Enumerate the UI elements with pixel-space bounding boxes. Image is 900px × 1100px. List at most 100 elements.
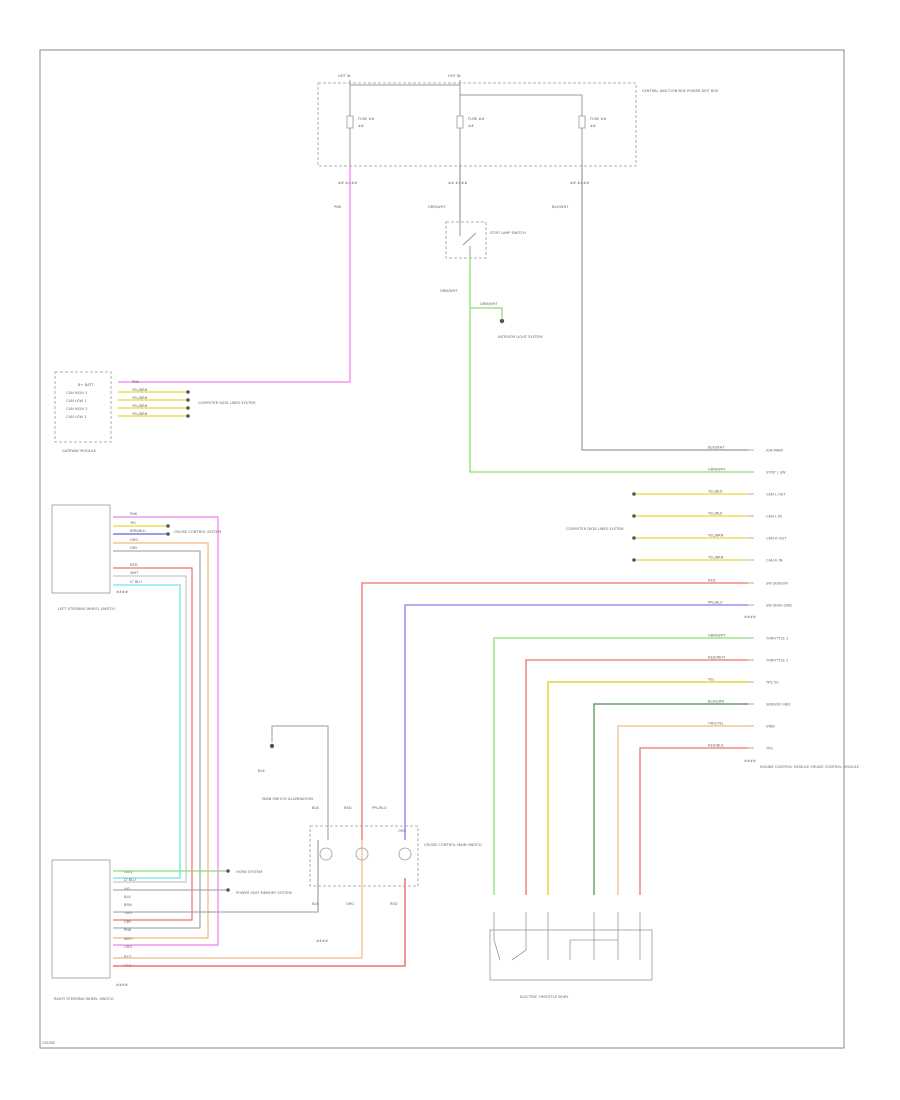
fuse-label-1: FUSE ## <box>358 117 374 121</box>
center-ground-label: BLK <box>258 769 265 773</box>
stop-lamp-switch: STOP LAMP SWITCH <box>445 221 526 259</box>
power-distribution-box: HOT IN HOT IN FUSE ## ## FUSE ## ## FUSE… <box>317 74 719 185</box>
rc-wire-label: GRN/WHT <box>708 634 726 638</box>
center-wire-label-1: BLK <box>312 806 319 810</box>
rc-pin-label: CAN L OUT <box>766 493 786 497</box>
rc-pin-label: TPS 5V <box>765 681 779 685</box>
pdb-label: CENTRAL JUNCTION BOX POWER DIST BOX <box>642 89 719 93</box>
wire-grey-ign <box>581 165 748 451</box>
fuse-label-3: FUSE ## <box>590 117 606 121</box>
wire-rh-orange-switch <box>113 840 363 959</box>
wire-tps-5v <box>547 681 748 895</box>
rh-code: #### <box>116 983 128 987</box>
lh-pin-7: WHT <box>130 571 139 575</box>
lh-pin-8: LT BLU <box>130 580 142 584</box>
wire-label-grn-wht: GRN/WHT <box>428 205 446 209</box>
gateway-module: GATEWAY MODULE B+ BATT CAN HIGH 1 CAN LO… <box>54 371 256 453</box>
rh-pin-9: WHT <box>124 937 133 941</box>
rh-pin-4: BLK <box>124 895 131 899</box>
rc-pin-label: TPS <box>765 747 773 751</box>
gateway-wire-5: YEL/BRN <box>132 412 148 416</box>
right-connector-code: #### <box>744 615 756 619</box>
rh-pin-7: GRY <box>124 920 132 924</box>
gateway-row-4: CAN HIGH 2 <box>66 407 87 411</box>
rc-wire-label: PPL/BLU <box>708 601 723 605</box>
fuse-amp-1: ## <box>358 124 364 128</box>
rc-pin-label: SW SENSOR <box>766 582 788 586</box>
gateway-row-1: B+ BATT <box>78 383 94 387</box>
right-switch-module: #### RIGHT STEERING WHEEL SWITCH GRN LT … <box>51 859 292 1001</box>
center-motor-label: MAIN SWITCH ILLUMINATION <box>262 797 313 801</box>
lh-pin-2: YEL <box>130 521 136 525</box>
gateway-wire-4: YEL/BRN <box>132 404 148 408</box>
lh-note: CRUISE CONTROL SYSTEM <box>174 530 221 534</box>
rc-pin-label: THROTTLE 2 <box>765 659 788 663</box>
center-wire-label-4: ORG <box>398 829 406 833</box>
wire-violet-sw-gnd <box>404 604 748 840</box>
wire-lh-white <box>113 575 187 883</box>
wire-rh-grey-switch <box>113 840 319 913</box>
lh-pin-3: BRN/BLU <box>130 529 146 533</box>
rc-wire-label: RED/WHT <box>708 656 726 660</box>
wire-lh-red <box>113 567 193 921</box>
rc-wire-label: ORG/YEL <box>708 722 724 726</box>
wire-rh-red-switch <box>113 878 406 967</box>
rc-wire-label: RED <box>708 579 716 583</box>
center-bottom-label-1: BLK <box>312 902 319 906</box>
wire-lh-cyan <box>113 584 181 879</box>
wire-green-stop <box>469 258 748 473</box>
rh-note-horn: HORN SYSTEM <box>236 870 262 874</box>
center-bottom-label-3: RED <box>390 902 398 906</box>
rh-pin-1: GRN <box>124 870 132 874</box>
fuse-label-2: FUSE ## <box>468 117 484 121</box>
wire-tps <box>639 747 748 895</box>
lh-pin-5: GRY <box>130 546 138 550</box>
wire-red-sw-sensor <box>361 582 748 840</box>
lh-code: #### <box>116 590 128 594</box>
wire-throttle-1 <box>493 637 748 895</box>
ecm-label: ENGINE CONTROL MODULE CRUISE CONTROL MOD… <box>760 765 860 769</box>
wire-sensor-gnd <box>593 703 748 895</box>
gateway-row-3: CAN LOW 1 <box>66 399 86 403</box>
rh-pin-8: PNK <box>124 928 132 932</box>
wire-label-blk-wht: BLK/WHT <box>552 205 569 209</box>
rc-pin-label: SW SENS GND <box>766 604 792 608</box>
rh-pin-10: ORG <box>124 945 132 949</box>
gateway-wire-2: YEL/BRN <box>132 388 148 392</box>
rc-wire-label: RED/BLK <box>708 744 724 748</box>
pdb-pin-3: ## #### <box>570 181 589 185</box>
rc-pin-label: CAN H IN <box>766 559 783 563</box>
rh-label: RIGHT STEERING WHEEL SWITCH <box>54 997 114 1001</box>
wire-label-below-switch: GRN/WHT <box>440 289 458 293</box>
cruise-main-switch: BLK MAIN SWITCH ILLUMINATION BLK RED PPL… <box>258 725 482 943</box>
fuse-amp-3: ## <box>590 124 596 128</box>
rh-pin-6: ORG <box>124 911 132 915</box>
gateway-label: GATEWAY MODULE <box>62 449 97 453</box>
wire-lh-pink <box>113 516 219 946</box>
rc-wire-label: YEL/BRN <box>708 534 724 538</box>
rc-pin-label: CAN H OUT <box>766 537 787 541</box>
rc-pin-label: CAN L IN <box>766 515 782 519</box>
rc-pin-label: STOP L SW <box>766 471 786 475</box>
rc-pin-label: THROTTLE 1 <box>765 637 788 641</box>
wire-throttle-2 <box>525 659 748 895</box>
throttle-label: ELECTRIC THROTTLE BODY <box>520 995 569 999</box>
rh-pin-2: LT BLU <box>124 878 136 882</box>
center-code: #### <box>316 939 328 943</box>
ground-note: INTERIOR LIGHT SYSTEM <box>498 335 542 339</box>
rc-wire-label: YEL/BLK <box>708 490 723 494</box>
wire-vref <box>617 725 748 895</box>
lh-pin-6: RED <box>130 563 138 567</box>
diagram-frame <box>39 49 845 1049</box>
electric-throttle-body: ELECTRIC THROTTLE BODY <box>489 912 653 999</box>
center-wire-label-2: RED <box>344 806 352 810</box>
gateway-wire-3: YEL/BRN <box>132 396 148 400</box>
wire-label-pnk: PNK <box>334 205 342 209</box>
lh-pin-4: ORG <box>130 538 138 542</box>
rc-pin-label: SENSOR GND <box>766 703 790 707</box>
ecm-code: #### <box>744 759 756 763</box>
center-switch-label: CRUISE CONTROL MAIN SWITCH <box>424 843 482 847</box>
rc-pin-label: VREF <box>766 725 775 729</box>
